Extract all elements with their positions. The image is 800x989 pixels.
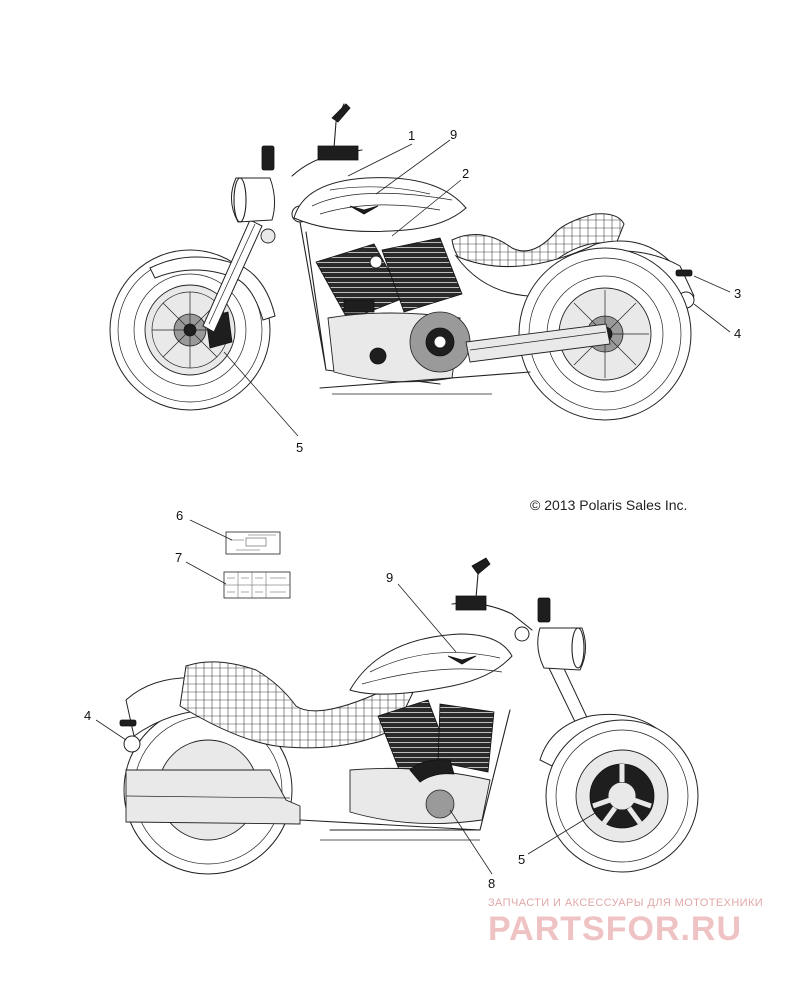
callout-labels-top: 1 9 2 3 4 5: [223, 127, 741, 455]
callout-5-bottom: 5: [518, 852, 525, 867]
front-fender: [149, 256, 276, 321]
tail-light-bottom: [119, 719, 137, 727]
front-fork: [202, 219, 263, 333]
watermark: ЗАПЧАСТИ И АКСЕССУАРЫ ДЛЯ МОТОТЕХНИКИ PA…: [488, 897, 763, 948]
callout-5-top: 5: [296, 440, 303, 455]
turn-signal-bottom: [123, 735, 141, 753]
front-wheel-bottom: [545, 719, 699, 873]
callout-labels-bottom: 9 4 5 8: [84, 570, 601, 891]
motorcycle-left-side-illustration: [119, 557, 699, 875]
headlight: [231, 145, 309, 244]
callout-4-top: 4: [734, 326, 741, 341]
swingarm: [465, 323, 611, 363]
callout-labels-decals: 6 7: [175, 508, 233, 585]
callout-1: 1: [408, 128, 415, 143]
callout-2: 2: [462, 166, 469, 181]
watermark-tagline: ЗАПЧАСТИ И АКСЕССУАРЫ ДЛЯ МОТОТЕХНИКИ: [488, 897, 763, 909]
callout-7: 7: [175, 550, 182, 565]
tank-badge: [349, 205, 379, 215]
v-twin-engine: [315, 237, 471, 383]
warning-decal-icon: [225, 531, 281, 555]
fuel-tank: [293, 177, 467, 232]
handlebar-bottom: [451, 557, 533, 631]
callout-6: 6: [176, 508, 183, 523]
info-decal-table-icon: [223, 571, 291, 599]
headlight-bottom: [514, 597, 586, 671]
callout-8: 8: [488, 876, 495, 891]
copyright-text: © 2013 Polaris Sales Inc.: [530, 497, 687, 513]
callout-3: 3: [734, 286, 741, 301]
tail-light: [675, 269, 693, 277]
callout-9-top: 9: [450, 127, 457, 142]
handlebar: [291, 103, 363, 177]
callout-9-bottom: 9: [386, 570, 393, 585]
callout-4-bottom: 4: [84, 708, 91, 723]
watermark-logo: PARTSFOR.RU: [488, 910, 742, 948]
fuel-tank-bottom: [349, 633, 513, 695]
motorcycle-right-side-illustration: [109, 103, 695, 421]
